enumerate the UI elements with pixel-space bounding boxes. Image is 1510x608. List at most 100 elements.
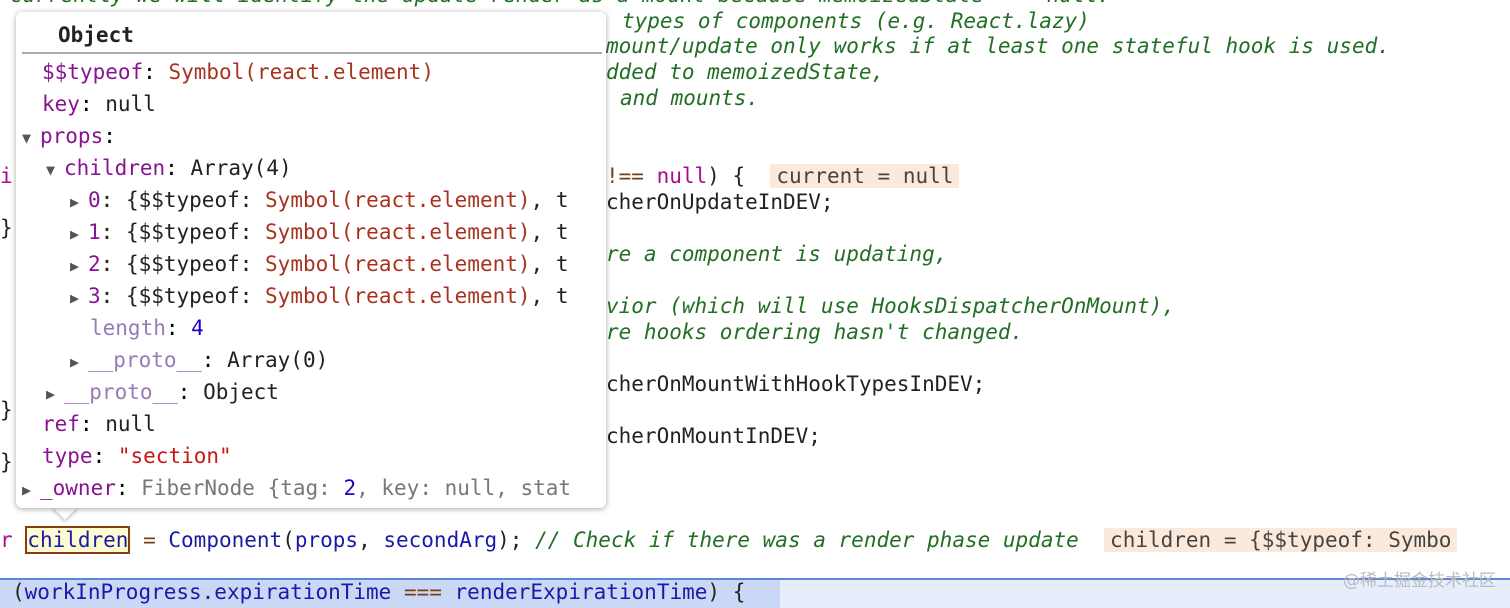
prop-children[interactable]: ▼children: Array(4): [46, 153, 292, 185]
collapsed-triangle-icon[interactable]: ▶: [70, 257, 80, 275]
identifier[interactable]: workInProgress.expirationTime: [24, 580, 392, 604]
expanded-triangle-icon[interactable]: ▼: [22, 129, 32, 147]
item-suffix: , t: [530, 284, 569, 308]
expanded-triangle-icon[interactable]: ▼: [46, 161, 56, 179]
object-inspector-popover: Object $$typeof: Symbol(react.element) k…: [16, 12, 606, 508]
collapsed-triangle-icon[interactable]: ▶: [70, 225, 80, 243]
prop-key: length: [90, 316, 166, 340]
code-comment: re hooks ordering hasn't changed.: [606, 320, 1024, 344]
item-value: Symbol(react.element): [265, 252, 531, 276]
code-punct: ) {: [707, 580, 746, 604]
owner-rest: , key: null, stat: [356, 476, 572, 500]
item-value: Symbol(react.element): [265, 188, 531, 212]
prop-key: _owner: [40, 476, 116, 500]
divider: [22, 52, 602, 54]
code-comment: types of components (e.g. React.lazy): [622, 9, 1090, 33]
prop-key: $$typeof: [42, 60, 144, 84]
prop-key: key: [42, 92, 80, 116]
prop-props[interactable]: ▼props:: [22, 121, 116, 153]
prop-proto-object[interactable]: ▶__proto__: Object: [46, 377, 279, 409]
code-brace: }: [0, 450, 13, 474]
code-comment: // Check if there was a render phase upd…: [535, 528, 1079, 552]
code-punct: ,: [358, 528, 384, 552]
code-line: cherOnMountWithHookTypesInDEV;: [606, 372, 986, 396]
code-line: !== null) { current = null: [606, 163, 960, 189]
prop-proto-array[interactable]: ▶__proto__: Array(0): [70, 345, 328, 377]
item-suffix: , t: [530, 188, 569, 212]
prop-type: type: "section": [42, 444, 232, 468]
item-index: 0: [88, 188, 101, 212]
current-execution-line: [0, 578, 1510, 608]
operator: ===: [391, 580, 455, 604]
code-keyword: i: [0, 164, 13, 188]
prop-owner[interactable]: ▶_owner: FiberNode {tag: 2, key: null, s…: [22, 473, 571, 505]
item-index: 3: [88, 284, 101, 308]
prop-length: length: 4: [90, 316, 204, 340]
operator: !==: [606, 164, 657, 188]
item-value: Symbol(react.element): [265, 284, 531, 308]
code-line-children: r children = Component(props, secondArg)…: [0, 526, 1458, 554]
prop-value: "section": [117, 444, 232, 468]
identifier[interactable]: Component: [168, 528, 283, 552]
identifier[interactable]: props: [294, 528, 359, 552]
code-punct: );: [497, 528, 536, 552]
prop-key: props: [40, 124, 104, 148]
prop-value: 4: [191, 316, 204, 340]
array-item[interactable]: ▶ 2: {$$typeof: Symbol(react.element), t: [70, 249, 568, 281]
item-prefix: : {$$typeof:: [100, 220, 266, 244]
identifier[interactable]: secondArg: [383, 528, 498, 552]
item-prefix: : {$$typeof:: [100, 188, 266, 212]
collapsed-triangle-icon[interactable]: ▶: [70, 353, 80, 371]
item-index: 1: [88, 220, 101, 244]
code-punct: ) {: [707, 164, 746, 188]
prop-typeof: $$typeof: Symbol(react.element): [42, 60, 434, 84]
owner-tag: 2: [343, 476, 357, 500]
null-keyword: null: [656, 164, 708, 188]
code-punct: (: [12, 580, 25, 604]
item-index: 2: [88, 252, 101, 276]
prop-key: ref: [42, 412, 80, 436]
code-comment: dded to memoizedState,: [606, 60, 885, 84]
hovered-variable-children[interactable]: children: [25, 526, 131, 554]
code-comment: mount/update only works if at least one …: [606, 34, 1390, 58]
code-brace: }: [0, 216, 13, 240]
prop-value: Array(0): [227, 348, 329, 372]
item-value: Symbol(react.element): [265, 220, 531, 244]
item-prefix: : {$$typeof:: [100, 252, 266, 276]
array-item[interactable]: ▶ 1: {$$typeof: Symbol(react.element), t: [70, 217, 568, 249]
prop-value: null: [105, 92, 156, 116]
code-line: cherOnMountInDEV;: [606, 424, 821, 448]
operator: =: [130, 528, 169, 552]
prop-key: children: [64, 156, 166, 180]
watermark: @稀土掘金技术社区: [1343, 571, 1496, 591]
code-brace: }: [0, 398, 13, 422]
collapsed-triangle-icon[interactable]: ▶: [22, 481, 32, 499]
code-comment: re a component is updating,: [606, 242, 948, 266]
identifier[interactable]: renderExpirationTime: [454, 580, 708, 604]
prop-value: Array(4): [190, 156, 292, 180]
collapsed-triangle-icon[interactable]: ▶: [70, 289, 80, 307]
prop-key: __proto__: [64, 380, 178, 404]
prop-value: null: [105, 412, 156, 436]
code-keyword: r: [0, 528, 26, 552]
prop-value: FiberNode {tag:: [141, 476, 344, 500]
code-punct: (: [282, 528, 295, 552]
prop-value: Symbol(react.element): [168, 60, 434, 84]
array-item[interactable]: ▶ 3: {$$typeof: Symbol(react.element), t: [70, 281, 568, 313]
popover-title: Object: [58, 23, 134, 47]
item-suffix: , t: [530, 252, 569, 276]
inline-value: children = {$$typeof: Symbo: [1104, 528, 1458, 552]
item-prefix: : {$$typeof:: [100, 284, 266, 308]
code-line: cherOnUpdateInDEV;: [606, 190, 834, 214]
collapsed-triangle-icon[interactable]: ▶: [46, 385, 56, 403]
array-item[interactable]: ▶ 0: {$$typeof: Symbol(react.element), t: [70, 185, 568, 217]
code-line-current: (workInProgress.expirationTime === rende…: [12, 579, 745, 605]
code-comment: and mounts.: [620, 86, 760, 110]
code-comment: vior (which will use HooksDispatcherOnMo…: [606, 294, 1175, 318]
prop-ref: ref: null: [42, 412, 156, 436]
collapsed-triangle-icon[interactable]: ▶: [70, 193, 80, 211]
code-comment: currently we will identify the update re…: [10, 0, 1110, 8]
item-suffix: , t: [530, 220, 569, 244]
prop-key-row: key: null: [42, 92, 156, 116]
prop-value: Object: [203, 380, 279, 404]
